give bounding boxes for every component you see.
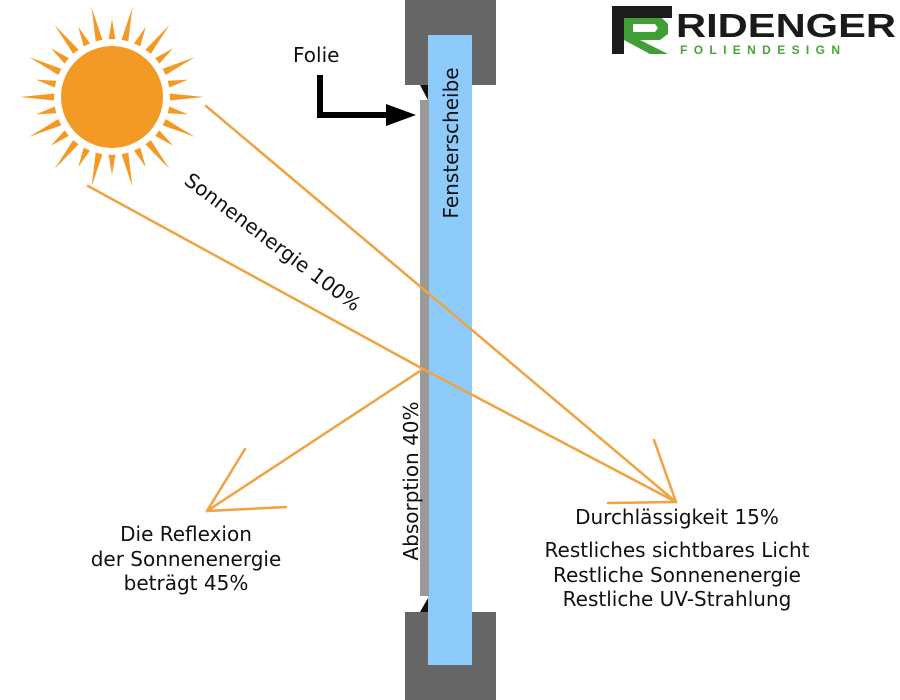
- sun-ray: [54, 140, 79, 169]
- sun-ray: [155, 130, 173, 146]
- arrowhead-reflection: [205, 447, 288, 513]
- sun-ray: [29, 57, 62, 76]
- label-folie: Folie: [293, 43, 339, 67]
- sun-ray: [121, 152, 133, 187]
- sun-ray: [145, 140, 170, 169]
- sun-ray: [91, 152, 103, 187]
- sun-ray: [51, 130, 69, 146]
- ray-refracted: [421, 367, 678, 504]
- seal-bottom: [420, 598, 428, 612]
- restlich-line-2: Restliche Sonnenenergie: [553, 563, 801, 587]
- sun-ray: [54, 25, 79, 54]
- folie-pointer-arrow: [317, 75, 416, 126]
- sun-ray: [78, 147, 91, 168]
- sun-ray: [35, 106, 57, 115]
- sun-ray: [121, 7, 133, 42]
- reflexion-line-2: der Sonnenenergie: [91, 547, 282, 571]
- sun-ray: [133, 147, 146, 168]
- sun-disc: [61, 46, 163, 148]
- ray-transmitted: [204, 104, 678, 504]
- sun-ray: [145, 25, 170, 54]
- window-glass: [428, 35, 472, 665]
- label-absorption: Absorption 40%: [399, 401, 423, 560]
- ridenger-mark-icon: [612, 6, 672, 54]
- sun-ray: [108, 154, 116, 175]
- sun-rays: [20, 7, 204, 187]
- label-fensterscheibe: Fensterscheibe: [439, 67, 463, 218]
- reflexion-line-1: Die Reflexion: [120, 522, 252, 546]
- label-durchlaessigkeit: Durchlässigkeit 15%: [575, 505, 779, 529]
- seal-top: [420, 85, 428, 100]
- sun-ray: [162, 118, 195, 137]
- sun-icon: [20, 7, 204, 187]
- logo-name: RIDENGER: [676, 7, 896, 44]
- sun-ray: [78, 26, 91, 47]
- logo-tagline: FOLIENDESIGN: [680, 43, 840, 57]
- arrowhead-transmission: [606, 438, 678, 505]
- ridenger-logo: RIDENGER FOLIENDESIGN: [612, 6, 896, 57]
- sun-ray: [133, 26, 146, 47]
- sun-ray: [162, 57, 195, 76]
- sun-ray: [35, 79, 57, 88]
- ray-incoming: [86, 184, 425, 371]
- restlich-line-3: Restliche UV-Strahlung: [563, 587, 792, 611]
- sun-ray: [167, 79, 189, 88]
- sun-ray: [155, 48, 173, 64]
- ray-reflected: [205, 367, 425, 513]
- sun-ray: [51, 48, 69, 64]
- sun-ray: [91, 7, 103, 42]
- sun-ray: [167, 106, 189, 115]
- energy-rays: [86, 104, 678, 513]
- label-sonnenenergie: Sonnenenergie 100%: [180, 168, 366, 316]
- window-film: [420, 100, 429, 596]
- label-restlich: Restliches sichtbares Licht Restliche So…: [545, 538, 810, 611]
- restlich-line-1: Restliches sichtbares Licht: [545, 538, 810, 562]
- reflexion-line-3: beträgt 45%: [124, 571, 249, 595]
- sun-ray: [20, 93, 55, 101]
- sun-ray: [108, 19, 116, 40]
- sun-ray: [29, 118, 62, 137]
- label-reflexion: Die Reflexion der Sonnenenergie beträgt …: [91, 522, 282, 595]
- sun-ray: [169, 93, 204, 101]
